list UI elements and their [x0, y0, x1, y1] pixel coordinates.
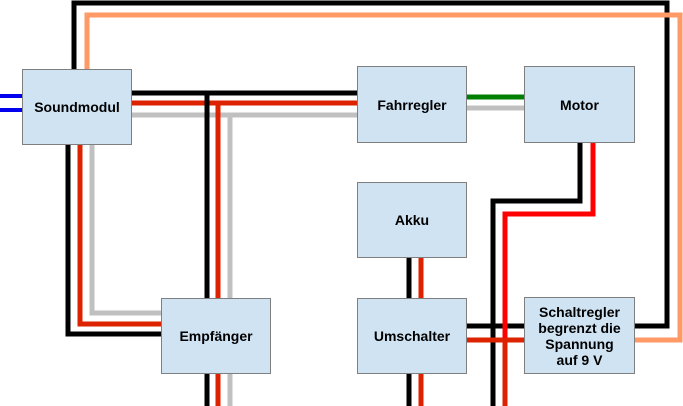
wire-red-sound-empf — [77, 144, 161, 327]
wire-black-outer-loop — [71, 0, 670, 329]
schaltregler-box: Schaltregler begrenzt die Spannung auf 9… — [524, 297, 635, 374]
fahrregler-box: Fahrregler — [357, 66, 467, 143]
wire-gray-sound-empf — [89, 144, 161, 316]
umschalter-box: Umschalter — [357, 298, 467, 374]
akku-label: Akku — [394, 212, 430, 228]
fahrregler-label: Fahrregler — [377, 96, 447, 113]
wire-black-motor — [490, 142, 583, 406]
akku-box: Akku — [357, 182, 467, 258]
schaltregler-label: Schaltregler begrenzt die Spannung auf 9… — [538, 303, 621, 368]
motor-label: Motor — [560, 96, 599, 113]
wire-black-sound-empf — [65, 144, 161, 337]
wire-orange-outer-loop — [84, 12, 683, 343]
empfaenger-box: Empfänger — [161, 298, 271, 374]
umschalter-label: Umschalter — [373, 328, 451, 344]
motor-box: Motor — [524, 66, 635, 143]
empfaenger-label: Empfänger — [179, 328, 253, 344]
soundmodul-label: Soundmodul — [34, 99, 120, 115]
soundmodul-box: Soundmodul — [22, 69, 132, 145]
wire-red-motor — [502, 142, 596, 340]
